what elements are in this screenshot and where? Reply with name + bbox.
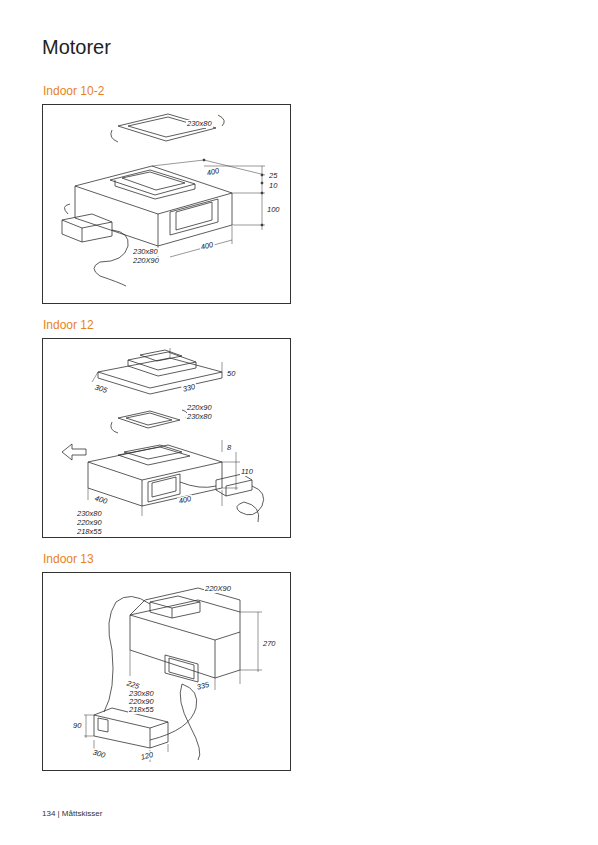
- dimension-label: 218x55: [76, 528, 103, 536]
- indoor-10-2-drawing: [62, 114, 265, 286]
- dimension-label: 230x80: [128, 690, 155, 698]
- dimension-label: 400: [93, 494, 109, 506]
- dimension-label: 230x80: [76, 510, 103, 518]
- dimension-label: 110: [240, 468, 254, 476]
- dimension-label: 400: [177, 495, 193, 506]
- dimension-label: 120: [139, 751, 155, 762]
- page-title: Motorer: [42, 36, 111, 59]
- dimension-label: 230x80: [186, 413, 213, 421]
- dimension-label: 300: [91, 748, 107, 760]
- drawing-frame: Indoor 10-2: [42, 104, 291, 304]
- dimension-label: 220X90: [132, 257, 160, 265]
- dimension-label: 8: [226, 444, 232, 452]
- indoor-13-drawing: [84, 588, 262, 762]
- dimension-label: 100: [266, 206, 281, 214]
- dimension-label: 220x90: [186, 404, 213, 412]
- dimension-label: 230x80: [132, 248, 159, 256]
- section-heading: Indoor 13: [43, 552, 94, 566]
- section-heading: Indoor 12: [43, 318, 94, 332]
- dimension-label: 400: [205, 167, 221, 178]
- section-heading: Indoor 10-2: [43, 84, 104, 98]
- dimension-label: 220x90: [76, 519, 103, 527]
- dimension-label: 330: [181, 383, 197, 394]
- dimension-label: 220x90: [128, 698, 155, 706]
- drawing-frame: Indoor 13: [42, 572, 291, 771]
- page-footer: 134 | Måttskisser: [42, 809, 102, 818]
- dimension-label: 50: [226, 370, 236, 378]
- drawing-frame: Indoor 12: [42, 338, 291, 538]
- dimension-label: 400: [199, 241, 215, 252]
- dimension-label: 218x55: [128, 706, 155, 714]
- indoor-12-drawing: [62, 348, 264, 522]
- dimension-label: 220X90: [204, 585, 232, 593]
- dimension-label: 25: [268, 172, 278, 180]
- dimension-label: 270: [262, 640, 277, 648]
- dimension-label: 90: [72, 722, 82, 730]
- dimension-label: 335: [195, 681, 211, 692]
- dimension-label: 305: [93, 383, 109, 395]
- dimension-label: 230x80: [186, 120, 213, 128]
- dimension-label: 10: [268, 182, 278, 190]
